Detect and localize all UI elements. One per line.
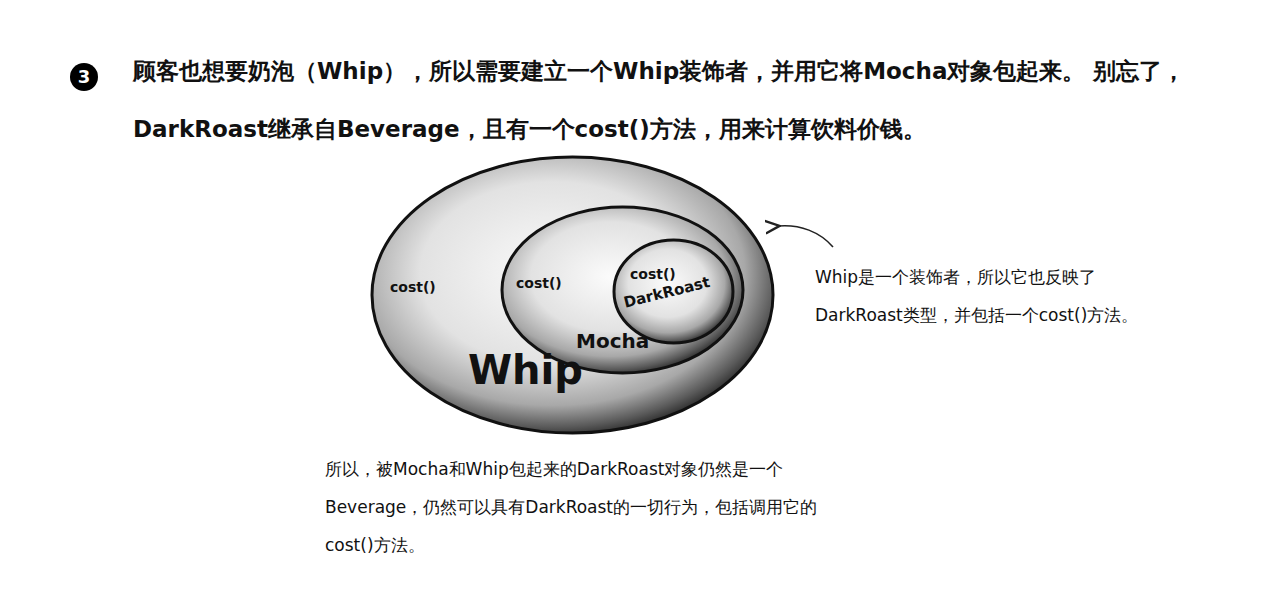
heading: 顾客也想要奶泡（Whip），所以需要建立一个Whip装饰者，并用它将Mocha对… xyxy=(133,42,1273,158)
whip-decorator: cost() Whip cost() Mochacost()DarkRoast xyxy=(370,155,775,435)
method-label: cost() xyxy=(390,279,436,295)
method-label: cost() xyxy=(630,266,676,282)
ellipse-shape xyxy=(372,157,773,433)
method-label: cost() xyxy=(516,275,562,291)
class-name: Whip xyxy=(468,347,583,393)
step-badge xyxy=(70,63,98,91)
darkroast-component: cost()DarkRoast xyxy=(612,238,735,345)
class-name: Mocha xyxy=(576,329,649,353)
leader-arrow xyxy=(778,226,833,247)
callout-note: Whip是一个装饰者，所以它也反映了DarkRoast类型，并包括一个cost(… xyxy=(815,258,1140,334)
ellipse-shape xyxy=(614,240,733,343)
caption-note: 所以，被Mocha和Whip包起来的DarkRoast对象仍然是一个Bevera… xyxy=(325,450,855,564)
ellipse-shape xyxy=(502,207,743,373)
step-number: 3 xyxy=(70,63,98,91)
